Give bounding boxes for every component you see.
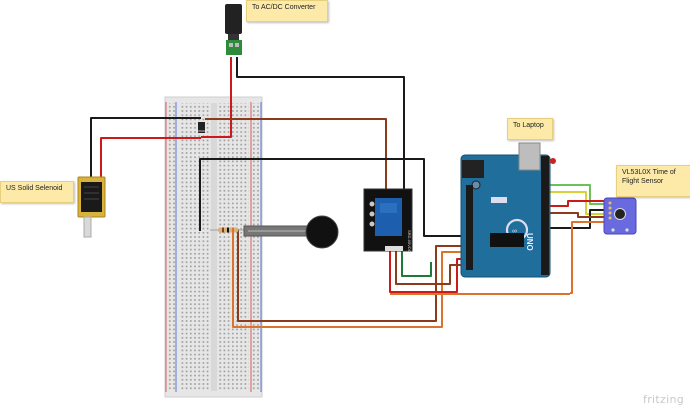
wire-red-power [201, 57, 232, 138]
wire-yellow-sensor [548, 191, 606, 215]
solenoid [77, 176, 106, 238]
wire-brown-arduino [237, 229, 463, 322]
wire-black-gnd [199, 158, 462, 237]
svg-text:∞: ∞ [512, 228, 517, 235]
wire-black-solenoid [90, 117, 201, 178]
resistor [210, 227, 248, 233]
wire-red-solenoid [100, 137, 201, 178]
arduino-model: UNO [525, 233, 534, 251]
fritzing-watermark: fritzing [643, 393, 684, 406]
diode [198, 122, 205, 133]
breadboard [164, 96, 263, 398]
tof-sensor-board [603, 197, 637, 235]
wire-red-relay [389, 251, 464, 293]
wire-brown-relay [395, 251, 464, 285]
force-sensor [243, 215, 339, 249]
relay-label: SRD-05VDC [407, 230, 412, 253]
wire-orange-sensor [570, 221, 606, 294]
wire-green-relay [401, 251, 432, 277]
wire-orange-arduino [232, 229, 462, 328]
arduino-uno: ∞ UNO [460, 142, 556, 278]
note-tof-sensor: VL53L0X Time of Flight Sensor [616, 165, 690, 197]
wire-black-power [236, 57, 405, 204]
relay-module: SRD-05VDC [363, 188, 413, 253]
note-laptop: To Laptop [507, 118, 553, 140]
barrel-jack [225, 4, 242, 55]
wire-brown-top [205, 118, 387, 194]
wire-green-sensor [548, 184, 606, 205]
note-ac-dc-converter: To AC/DC Converter [246, 0, 328, 22]
note-solenoid: US Solid Selenoid [0, 181, 74, 203]
